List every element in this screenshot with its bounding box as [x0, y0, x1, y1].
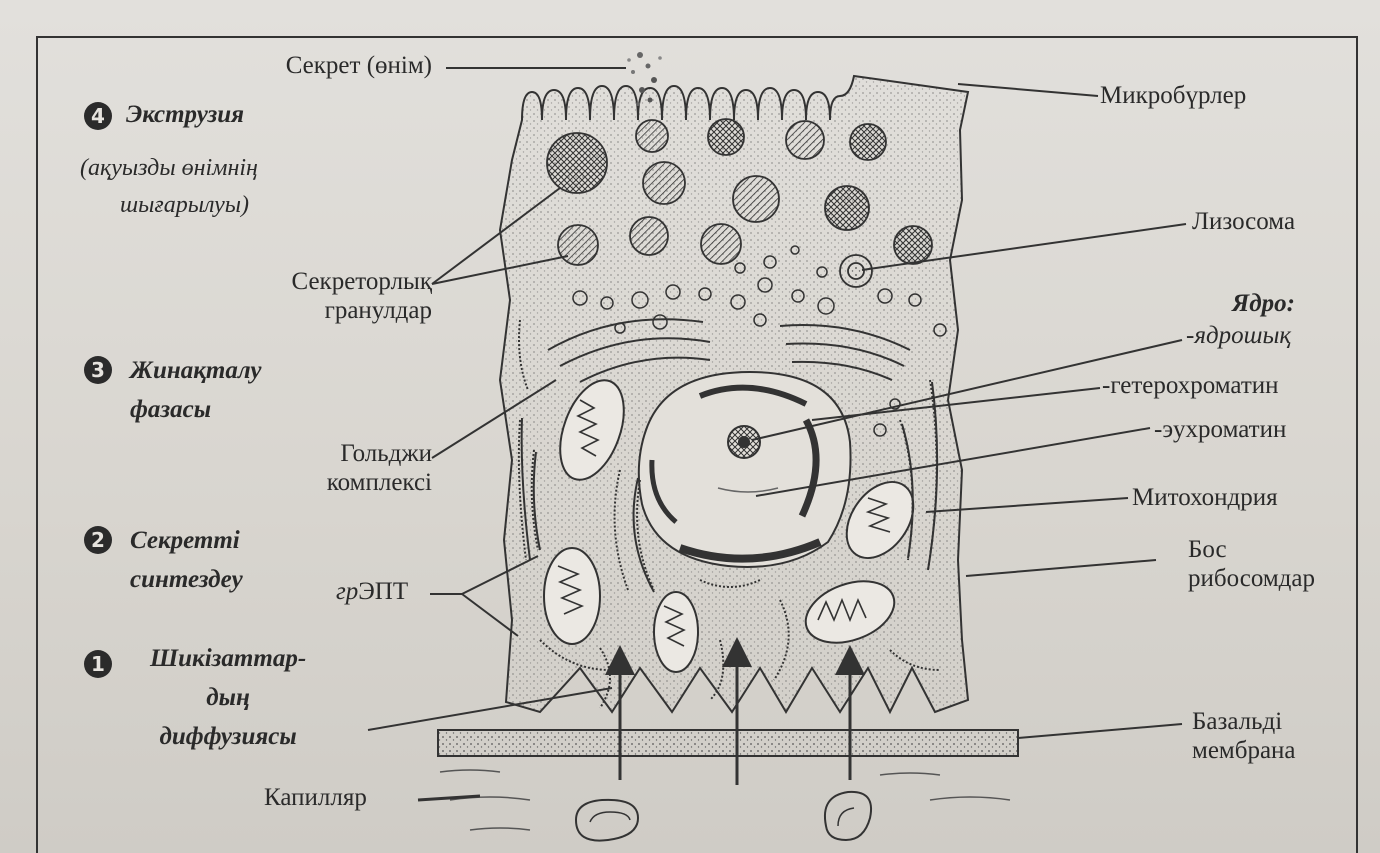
label-capillary: Капилляр	[264, 784, 367, 813]
label-rough-er-prefix: гр	[336, 578, 358, 605]
capillary-region	[440, 770, 1010, 841]
phase-1-title: Шикізаттар- дың диффузиясы	[150, 640, 306, 756]
label-mitochondria: Митохондрия	[1132, 484, 1278, 513]
phase-4-badge: 4	[84, 102, 112, 130]
label-secretory-granules: Секреторлық гранулдар	[291, 268, 432, 326]
label-golgi: Гольджи комплексі	[327, 440, 432, 498]
label-free-ribosomes-line2: рибосомдар	[1188, 565, 1315, 594]
label-rough-er: грЭПТ	[336, 578, 408, 607]
phase-2-title-line1: Секретті	[130, 522, 243, 561]
label-free-ribosomes: Бос рибосомдар	[1188, 536, 1315, 594]
label-lysosome: Лизосома	[1192, 208, 1295, 237]
label-secret: Секрет (өнім)	[286, 52, 432, 81]
label-basal-membrane-line2: мембрана	[1192, 737, 1296, 766]
phase-1-badge: 1	[84, 650, 112, 678]
label-nucleus: Ядро:	[1232, 290, 1295, 319]
label-basal-membrane-line1: Базальді	[1192, 708, 1296, 737]
label-basal-membrane: Базальді мембрана	[1192, 708, 1296, 766]
phase-2-badge: 2	[84, 526, 112, 554]
label-free-ribosomes-line1: Бос	[1188, 536, 1315, 565]
phase-1-title-line3: диффузиясы	[150, 718, 306, 757]
basal-membrane	[438, 730, 1018, 756]
phase-4-subtitle-line2: шығарылуы)	[80, 187, 258, 224]
phase-4-subtitle-line1: (ақуызды өнімнің	[80, 150, 258, 187]
phase-3-title: Жинақталу фазасы	[130, 352, 261, 430]
phase-4-subtitle: (ақуызды өнімнің шығарылуы)	[80, 150, 258, 224]
phase-1-title-line2: дың	[150, 679, 306, 718]
label-golgi-line2: комплексі	[327, 469, 432, 498]
phase-4-title: Экструзия	[126, 100, 244, 130]
label-secretory-granules-line2: гранулдар	[291, 297, 432, 326]
phase-1-title-line1: Шикізаттар-	[150, 640, 306, 679]
label-euchromatin: -эухроматин	[1154, 416, 1286, 445]
label-secretory-granules-line1: Секреторлық	[291, 268, 432, 297]
label-golgi-line1: Гольджи	[327, 440, 432, 469]
phase-3-title-line2: фазасы	[130, 391, 261, 430]
label-microvilli: Микробүрлер	[1100, 82, 1246, 111]
phase-3-title-line1: Жинақталу	[130, 352, 261, 391]
phase-3-badge: 3	[84, 356, 112, 384]
label-heterochromatin: -гетерохроматин	[1102, 372, 1279, 401]
phase-2-title: Секретті синтездеу	[130, 522, 243, 600]
label-rough-er-suffix: ЭПТ	[358, 578, 408, 605]
nucleus	[639, 372, 851, 567]
label-nucleolus: -ядрошық	[1186, 322, 1291, 351]
phase-2-title-line2: синтездеу	[130, 561, 243, 600]
